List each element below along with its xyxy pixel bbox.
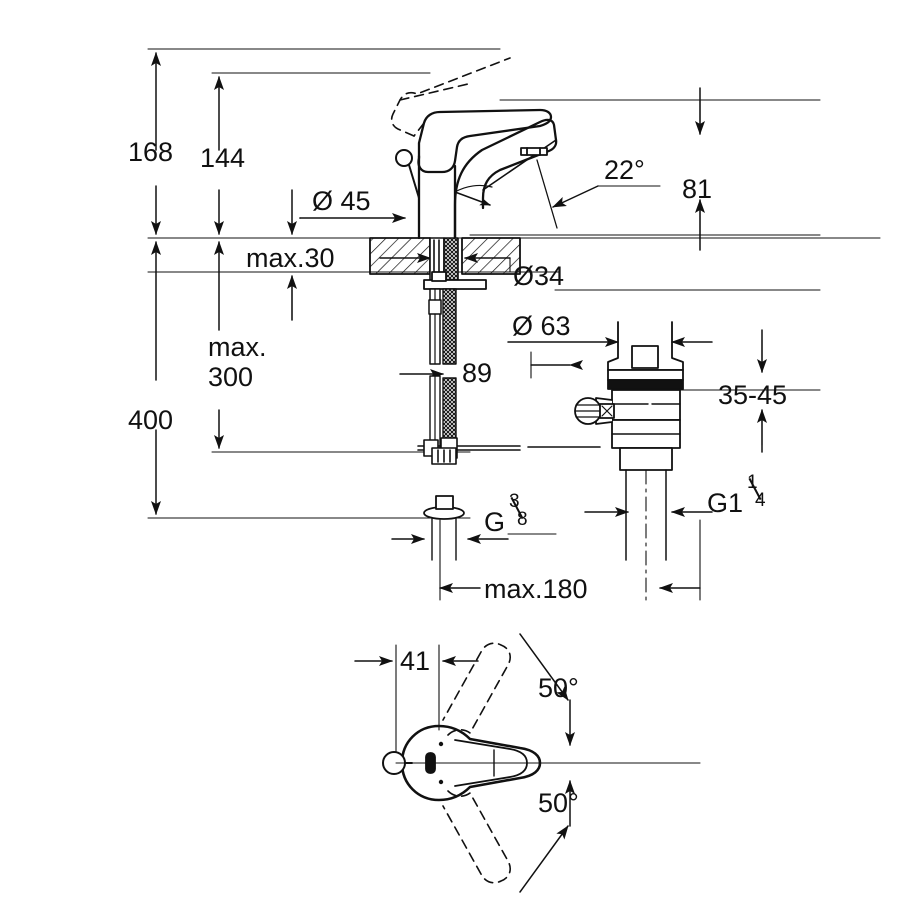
label-dia63: Ø 63: [512, 311, 571, 341]
label-max300-line2: 300: [208, 362, 254, 392]
label-swivel-left: 50°: [538, 673, 579, 703]
faucet-lever-handle-raised: [390, 57, 511, 137]
label-168: 168: [128, 137, 174, 167]
label-max30: max.30: [246, 243, 335, 273]
label-max300: max. 300: [208, 332, 298, 392]
label-swivel-right: 50°: [538, 788, 579, 818]
faucet-lever-handle: [417, 108, 553, 174]
lift-rod-knob: [395, 149, 420, 199]
fraction-3-8: 38: [505, 491, 531, 531]
faucet-aerator: [520, 147, 548, 156]
dimension-max180: [439, 519, 701, 601]
plan-angle-leaders: [395, 633, 701, 893]
supply-connector: [423, 495, 465, 561]
supply-hose-front: [428, 288, 442, 365]
basin-deck-section: [369, 237, 521, 275]
plan-swivel-upper: [442, 642, 511, 736]
label-22deg: 22°: [604, 155, 645, 185]
pop-up-waste: [574, 321, 684, 601]
faucet-spout: [453, 118, 558, 240]
label-144: 144: [200, 143, 246, 173]
label-41: 41: [400, 646, 431, 676]
faucet-shank: [429, 237, 459, 281]
dimension-g-3-8: [391, 533, 557, 544]
label-max300-line1: max.: [208, 332, 267, 362]
plan-swivel-lower: [442, 790, 511, 884]
label-max180: max.180: [484, 574, 588, 604]
label-g-3-8-text: G: [484, 507, 506, 537]
faucet-body-column: [417, 154, 457, 240]
label-g-3-8: G38: [484, 491, 531, 538]
fraction-denominator: 8: [517, 509, 528, 530]
label-dia34: Ø34: [513, 261, 565, 291]
supply-hose-braided-upper: [442, 288, 457, 365]
label-81: 81: [682, 174, 713, 204]
label-400: 400: [128, 405, 174, 435]
dimension-22deg: [536, 159, 661, 229]
supply-tail: [431, 447, 457, 465]
label-35-45: 35-45: [718, 380, 788, 410]
label-dia45: Ø 45: [312, 186, 371, 216]
label-g1-1-4-text: G1: [707, 488, 744, 518]
label-89: 89: [462, 358, 493, 388]
fraction-1-4: 14: [743, 472, 769, 512]
label-g1-1-4: G114: [707, 472, 769, 519]
fraction-denominator: 4: [755, 490, 766, 511]
dimension-41: [354, 644, 479, 771]
